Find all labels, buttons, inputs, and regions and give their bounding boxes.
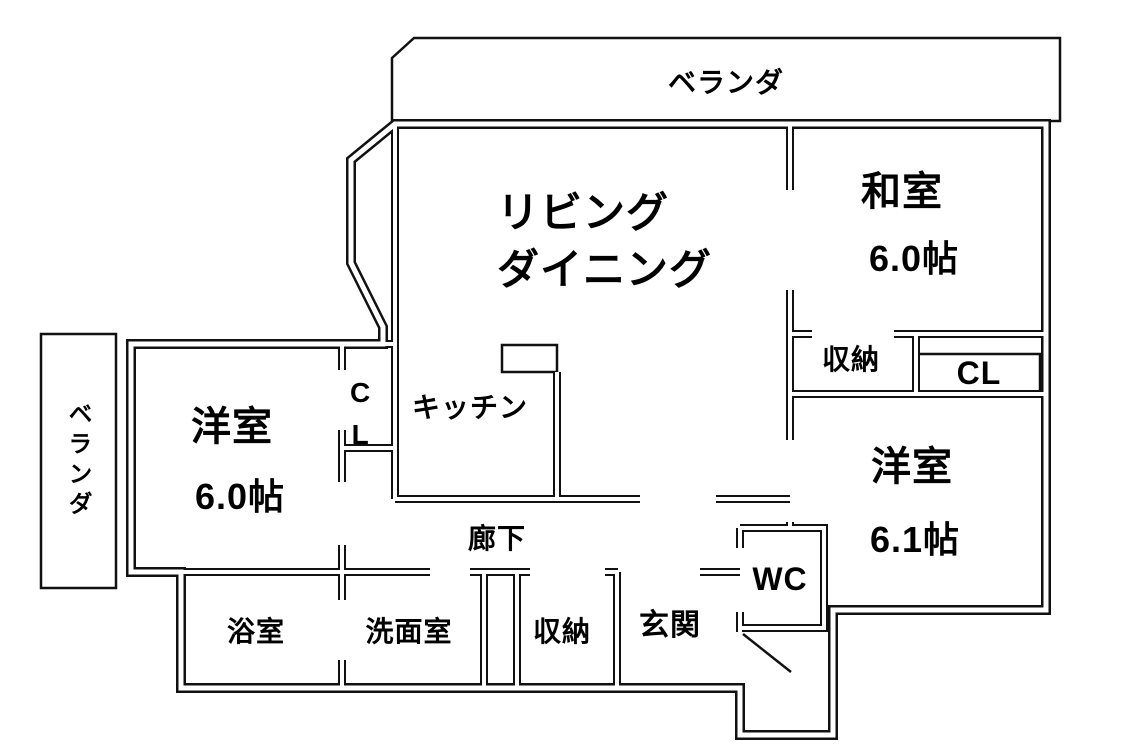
- closet-west-line2: L: [351, 419, 370, 450]
- entrance-door-leaf: [742, 633, 792, 673]
- balcony-left-outline: [39, 332, 118, 590]
- kitchen-label: キッチン: [411, 392, 529, 423]
- living-dining-line1: リビング: [497, 189, 670, 236]
- washitsu-size-label: 6.0帖: [868, 238, 960, 279]
- washitsu-label: 和室: [861, 170, 943, 214]
- bedroom-west-size-label: 6.0帖: [194, 476, 286, 517]
- kitchen-counter-outline: [500, 343, 559, 374]
- washroom-label: 洗面室: [365, 616, 453, 647]
- closet-west-line1: C: [350, 377, 372, 408]
- closet-west-label: C L: [350, 372, 371, 456]
- living-dining-line2: ダイニング: [497, 246, 713, 293]
- wc-label: WC: [752, 561, 808, 597]
- balcony-top-label: ベランダ: [667, 67, 785, 98]
- bedroom-east-size-label: 6.1帖: [869, 519, 961, 560]
- storage-south-label: 収納: [532, 616, 592, 647]
- entrance-label: 玄関: [639, 609, 701, 642]
- closet-east-outline: [916, 352, 1042, 393]
- balcony-left-label: ベランダ: [64, 401, 91, 521]
- bathroom-label: 浴室: [226, 616, 286, 647]
- closet-east-label: CL: [956, 355, 1002, 391]
- hallway-label: 廊下: [467, 523, 527, 554]
- bedroom-east-label: 洋室: [871, 445, 953, 489]
- storage-east-label: 収納: [821, 344, 881, 375]
- bedroom-west-label: 洋室: [191, 405, 273, 449]
- living-dining-label: リビング ダイニング: [497, 184, 712, 298]
